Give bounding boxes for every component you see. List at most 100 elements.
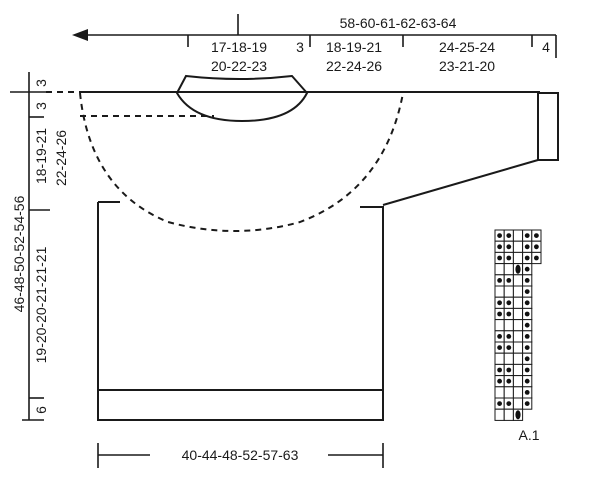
chart-stitch-dot	[524, 401, 530, 406]
garment-outline	[46, 74, 559, 421]
chart-cell	[512, 341, 524, 354]
chart-stitch-dot	[497, 334, 502, 339]
chart-cell	[512, 296, 524, 309]
chart-stitch-dot	[506, 311, 512, 317]
total-width-label: 58-60-61-62-63-64	[340, 15, 457, 31]
chart-stitch-dot	[506, 300, 512, 306]
chart-stitch-dot	[506, 345, 512, 350]
chart-stitch-dot	[497, 300, 502, 306]
neck-step-label: 3	[296, 39, 304, 55]
chart-cell	[503, 408, 514, 421]
chart-cell	[494, 263, 505, 276]
chart-stitch-dot	[497, 278, 502, 283]
chart-cell	[512, 397, 524, 410]
chart-cell	[503, 285, 514, 298]
chart-stitch-dot	[534, 255, 539, 261]
chart-stitch-dot	[506, 255, 512, 261]
chart-cell	[512, 285, 524, 298]
chart-cell	[512, 251, 524, 265]
chart-cell	[503, 319, 514, 332]
chart-stitch-dot	[497, 244, 502, 250]
neck-opening	[175, 74, 309, 123]
chart-stitch-dot	[524, 255, 530, 261]
chart-cell	[512, 352, 524, 365]
rib-label: 6	[33, 406, 49, 414]
chart-cell	[503, 386, 514, 399]
chart-stitch-dot	[506, 334, 512, 339]
chart-cell	[494, 408, 505, 421]
chart-stitch-dot	[524, 300, 530, 306]
top-dimension: 58-60-61-62-63-64 17-18-19 20-22-23 3 18…	[72, 14, 557, 74]
chart-stitch-dot	[497, 233, 502, 239]
chart-cell	[512, 274, 524, 287]
chart-stitch-dot	[497, 255, 502, 261]
neck-half-top-label: 17-18-19	[211, 39, 267, 55]
chart-label: A.1	[518, 427, 539, 443]
chart-stitch-dot	[506, 367, 512, 373]
chart-stitch-dot	[506, 233, 512, 239]
chart-stitch-dot	[524, 378, 530, 384]
chart-stitch-dot	[534, 244, 539, 250]
chart-stitch-dot	[506, 244, 512, 250]
chart-cell	[512, 330, 524, 343]
cuff-label: 4	[542, 39, 550, 55]
chart-stitch-dot	[497, 378, 502, 384]
chart-stitch-dot	[524, 289, 530, 294]
chart-stitch-dot	[524, 233, 530, 239]
sleeve-top-label: 24-25-24	[439, 39, 495, 55]
chart-stitch-dot	[524, 266, 530, 272]
chart-cell	[494, 386, 505, 399]
chart-stitch-oval	[515, 264, 521, 274]
chart-stitch-dot	[534, 233, 539, 239]
sleeve-bottom-label: 23-21-20	[439, 58, 495, 74]
chart-stitch-dot	[497, 367, 502, 373]
chart-cell	[494, 319, 505, 332]
left-arrow-icon	[72, 29, 88, 41]
bottom-width-label: 40-44-48-52-57-63	[182, 447, 299, 463]
neck-drop-label: 3	[33, 79, 49, 87]
chart-stitch-dot	[524, 390, 530, 395]
chart-stitch-dot	[524, 356, 530, 362]
chart-stitch-dot	[524, 367, 530, 373]
yoke-curve	[79, 92, 404, 232]
sleeve-cuff	[537, 92, 559, 161]
chart-cell	[512, 363, 524, 377]
total-length-label: 46-48-50-52-54-56	[11, 195, 27, 312]
chart-stitch-dot	[524, 278, 530, 283]
chart-cell	[512, 307, 524, 321]
chart-stitch-dot	[524, 322, 530, 328]
shoulder-top-label: 18-19-21	[326, 39, 382, 55]
chart-stitch-dot	[497, 401, 502, 406]
chart-cell	[494, 352, 505, 365]
sleeve-underline	[382, 159, 539, 206]
pattern-chart	[494, 229, 542, 421]
chart-cell	[512, 375, 524, 388]
chart-stitch-dot	[497, 345, 502, 350]
chart-cell	[503, 263, 514, 276]
body-panel	[97, 202, 384, 421]
yoke-bottom-label: 22-24-26	[53, 130, 69, 186]
chart-cell	[494, 285, 505, 298]
chart-stitch-dot	[524, 334, 530, 339]
neck-half-bottom-label: 20-22-23	[211, 58, 267, 74]
chart-cell	[512, 386, 524, 399]
chart-cell	[512, 319, 524, 332]
chart-stitch-dot	[524, 345, 530, 350]
chart-stitch-dot	[497, 311, 502, 317]
bottom-dimension: 40-44-48-52-57-63	[97, 443, 384, 468]
chart-stitch-dot	[506, 401, 512, 406]
left-dimension: 3 3 18-19-21 22-24-26 46-48-50-52-54-56 …	[10, 72, 69, 421]
chart-cell	[512, 229, 524, 242]
chart-stitch-dot	[506, 278, 512, 283]
chart-cell	[512, 240, 524, 253]
chart-stitch-dot	[524, 244, 530, 250]
chart-stitch-dot	[524, 311, 530, 317]
chart-stitch-oval	[515, 410, 521, 420]
band-label: 3	[33, 102, 49, 110]
chart-stitch-dot	[506, 378, 512, 384]
shoulder-bottom-label: 22-24-26	[326, 58, 382, 74]
body-length-label: 19-20-20-21-21-21	[33, 246, 49, 363]
yoke-top-label: 18-19-21	[33, 128, 49, 184]
chart-cell	[503, 352, 514, 365]
